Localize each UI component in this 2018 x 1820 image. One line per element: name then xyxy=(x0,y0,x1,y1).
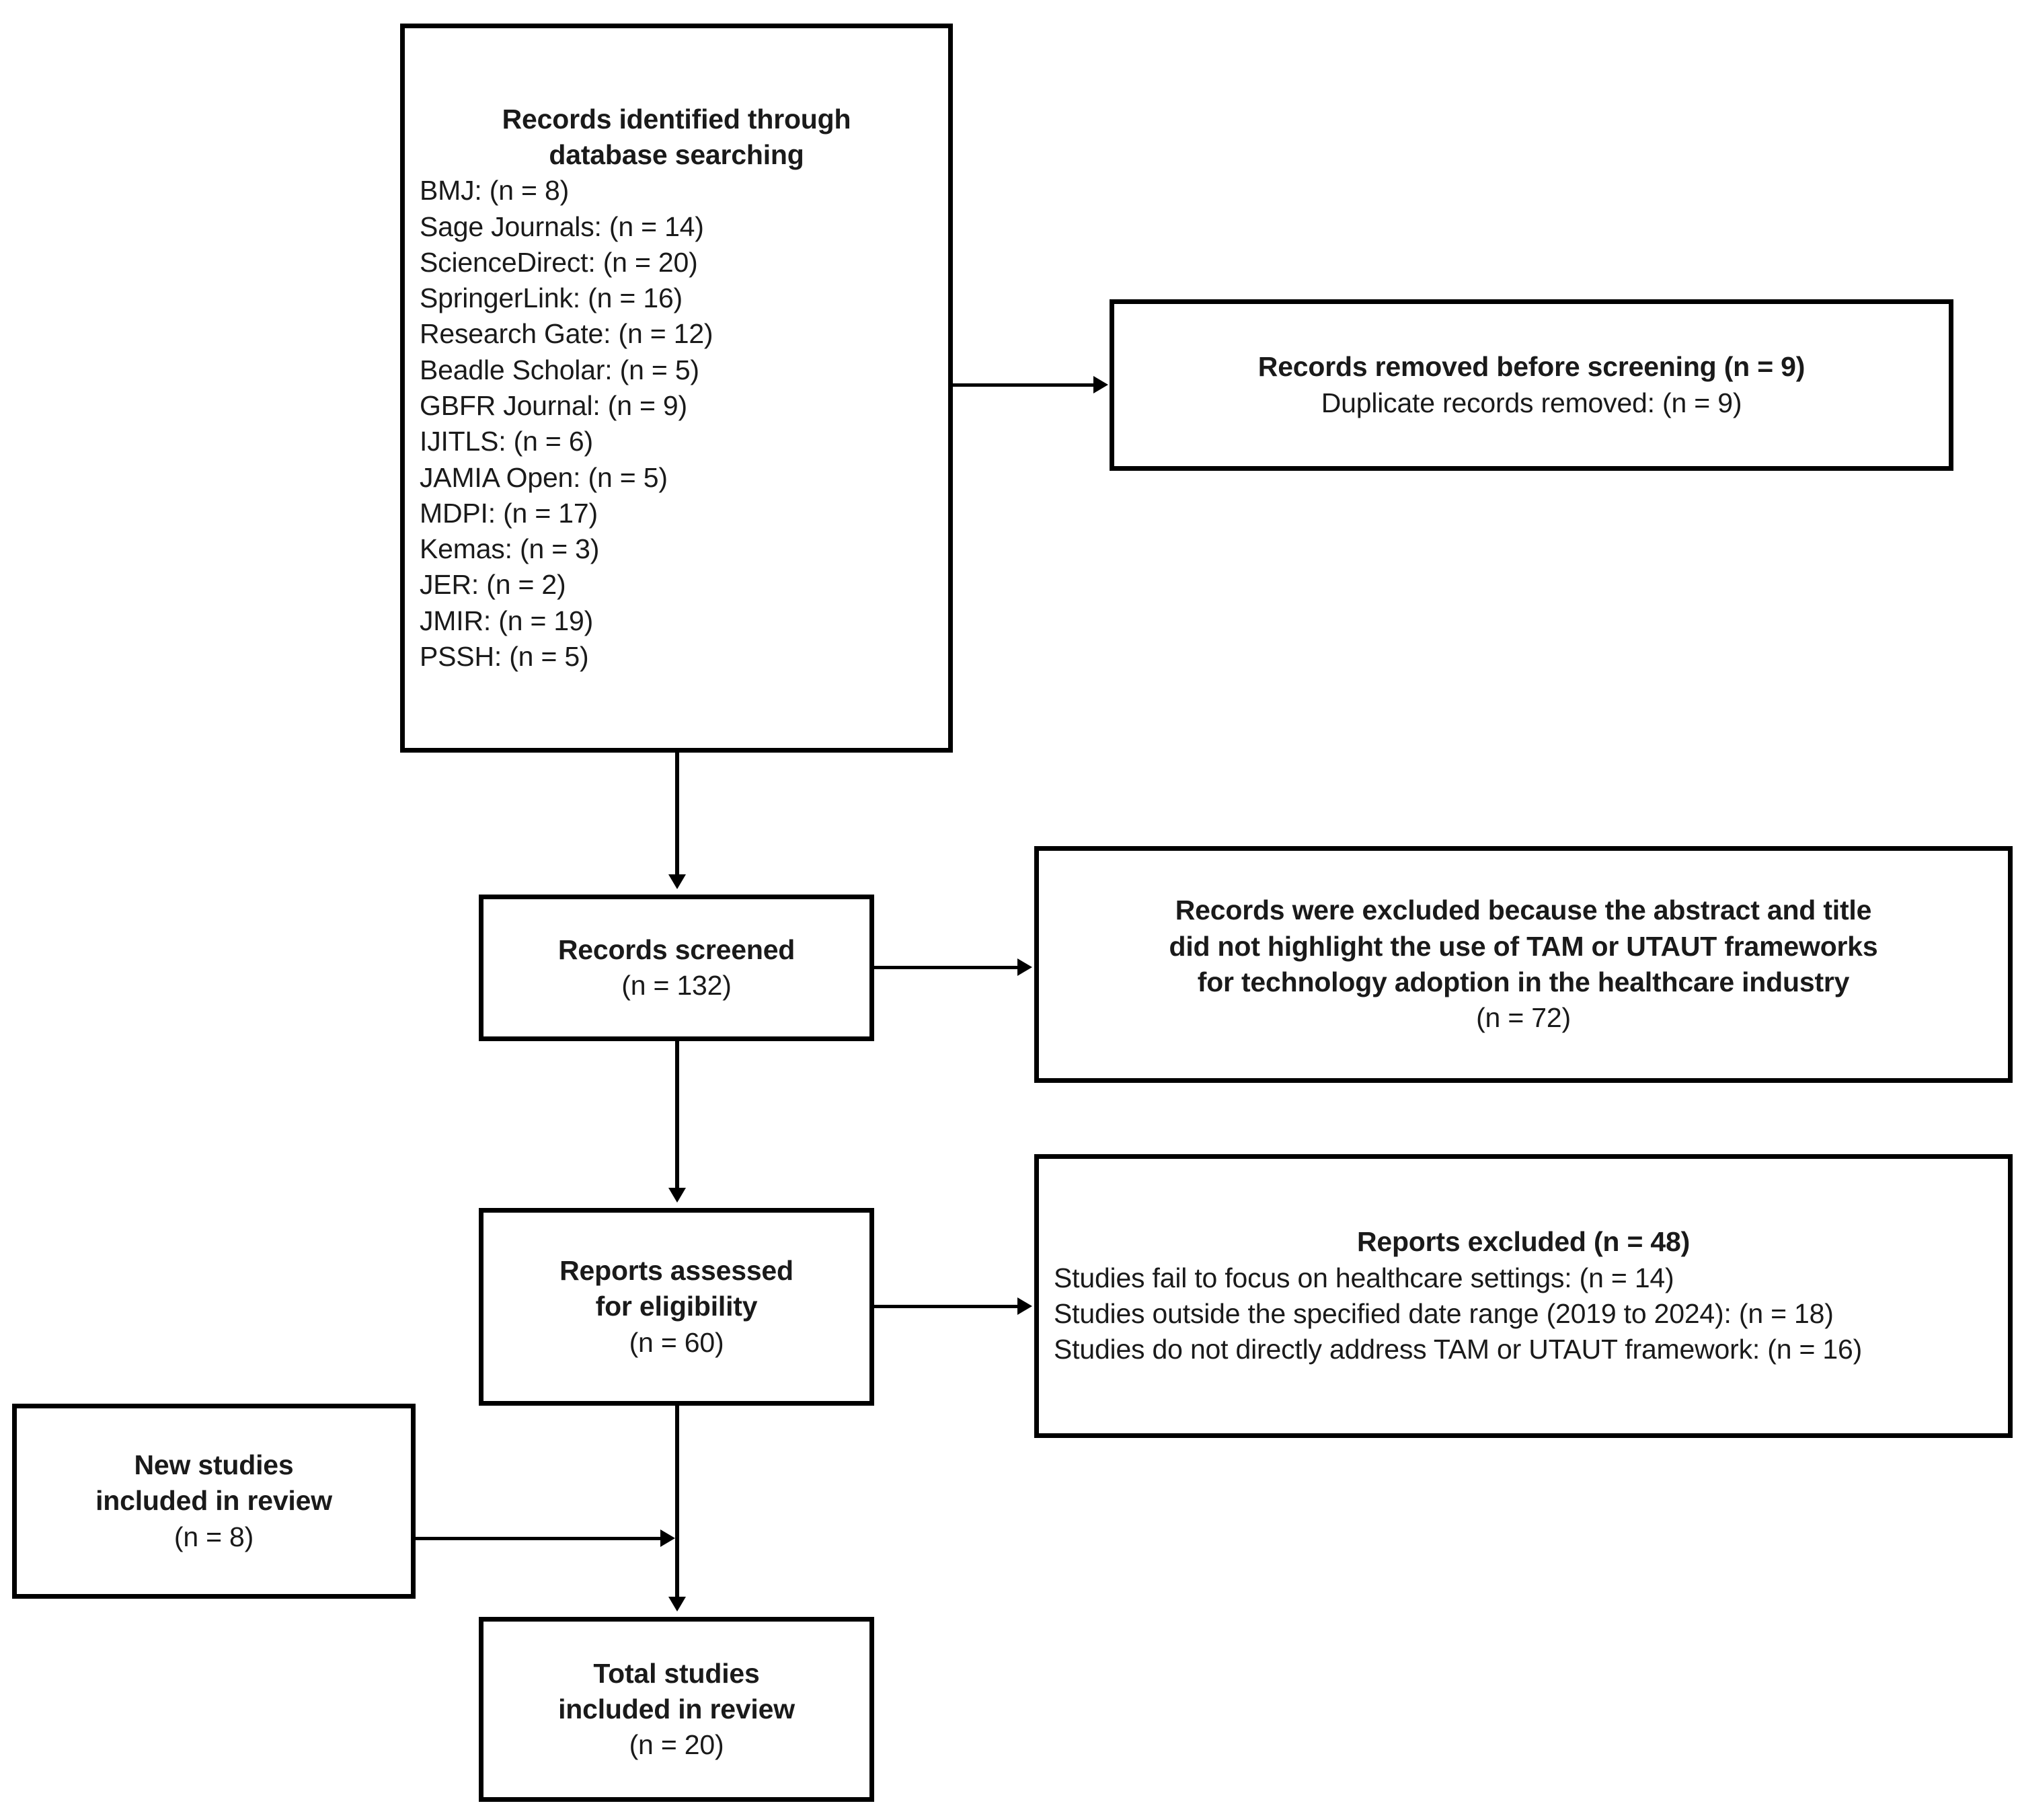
source-item: JMIR: (n = 19) xyxy=(420,605,594,636)
records-excluded-line: Records were excluded because the abstra… xyxy=(1175,895,1872,926)
records-screened-box: Records screened (n = 132) xyxy=(479,895,874,1041)
reports-assessed-title-line1: Reports assessed xyxy=(559,1255,793,1287)
total-studies-count: (n = 20) xyxy=(629,1729,724,1761)
records-excluded-line: for technology adoption in the healthcar… xyxy=(1197,966,1850,997)
records-screened-title: Records screened xyxy=(557,934,795,965)
source-item: SpringerLink: (n = 16) xyxy=(420,282,683,314)
connector-identification-to-removed xyxy=(953,383,1095,387)
new-studies-box: New studies included in review (n = 8) xyxy=(12,1404,416,1599)
arrowhead-assessed-to-reports-excluded xyxy=(1017,1297,1032,1315)
total-studies-title-line2: included in review xyxy=(558,1693,795,1724)
identification-box: Records identified through database sear… xyxy=(400,24,953,753)
records-removed-box: Records removed before screening (n = 9)… xyxy=(1110,299,1953,471)
total-studies-title-line1: Total studies xyxy=(593,1657,760,1689)
new-studies-title-line2: included in review xyxy=(95,1485,332,1517)
connector-screened-to-excluded xyxy=(874,966,1019,969)
connector-screened-to-assessed xyxy=(675,1041,679,1190)
source-item: GBFR Journal: (n = 9) xyxy=(420,390,687,421)
arrowhead-screened-to-assessed xyxy=(668,1188,686,1203)
reports-excluded-reason: Studies fail to focus on healthcare sett… xyxy=(1054,1262,1674,1293)
source-item: Sage Journals: (n = 14) xyxy=(420,211,704,242)
records-excluded-line: did not highlight the use of TAM or UTAU… xyxy=(1169,930,1878,962)
reports-assessed-title-line2: for eligibility xyxy=(595,1291,758,1322)
connector-new-studies-to-spine xyxy=(416,1537,662,1540)
reports-excluded-reason: Studies outside the specified date range… xyxy=(1054,1298,1834,1329)
source-item: JAMIA Open: (n = 5) xyxy=(420,461,668,493)
arrowhead-identification-to-screened xyxy=(668,874,686,889)
records-screened-count: (n = 132) xyxy=(621,970,732,1001)
reports-excluded-reason: Studies do not directly address TAM or U… xyxy=(1054,1334,1863,1365)
arrowhead-identification-to-removed xyxy=(1093,376,1108,393)
connector-identification-to-screened xyxy=(675,753,679,877)
total-studies-box: Total studies included in review (n = 20… xyxy=(479,1617,874,1802)
source-item: PSSH: (n = 5) xyxy=(420,641,589,673)
records-removed-title: Records removed before screening (n = 9) xyxy=(1257,351,1806,383)
source-item: ScienceDirect: (n = 20) xyxy=(420,246,698,278)
new-studies-title-line1: New studies xyxy=(134,1449,294,1481)
identification-title-line2: database searching xyxy=(549,139,804,170)
records-excluded-box: Records were excluded because the abstra… xyxy=(1034,846,2013,1083)
source-item: Beadle Scholar: (n = 5) xyxy=(420,354,699,385)
new-studies-count: (n = 8) xyxy=(173,1521,254,1552)
source-item: Kemas: (n = 3) xyxy=(420,533,600,565)
source-item: Research Gate: (n = 12) xyxy=(420,318,713,350)
source-item: IJITLS: (n = 6) xyxy=(420,426,593,457)
records-excluded-count: (n = 72) xyxy=(1476,1002,1571,1034)
connector-assessed-to-total xyxy=(675,1406,679,1599)
source-item: BMJ: (n = 8) xyxy=(420,175,570,206)
reports-excluded-box: Reports excluded (n = 48) Studies fail t… xyxy=(1034,1154,2013,1438)
connector-assessed-to-reports-excluded xyxy=(874,1305,1019,1308)
source-item: MDPI: (n = 17) xyxy=(420,497,598,529)
reports-assessed-count: (n = 60) xyxy=(629,1326,724,1358)
records-removed-line: Duplicate records removed: (n = 9) xyxy=(1321,387,1742,418)
reports-excluded-title: Reports excluded (n = 48) xyxy=(1356,1226,1691,1258)
arrowhead-new-studies-to-spine xyxy=(660,1529,675,1547)
source-item: JER: (n = 2) xyxy=(420,569,566,601)
reports-assessed-box: Reports assessed for eligibility (n = 60… xyxy=(479,1208,874,1406)
arrowhead-screened-to-excluded xyxy=(1017,958,1032,976)
identification-title-line1: Records identified through xyxy=(502,103,851,135)
arrowhead-assessed-to-total xyxy=(668,1597,686,1612)
